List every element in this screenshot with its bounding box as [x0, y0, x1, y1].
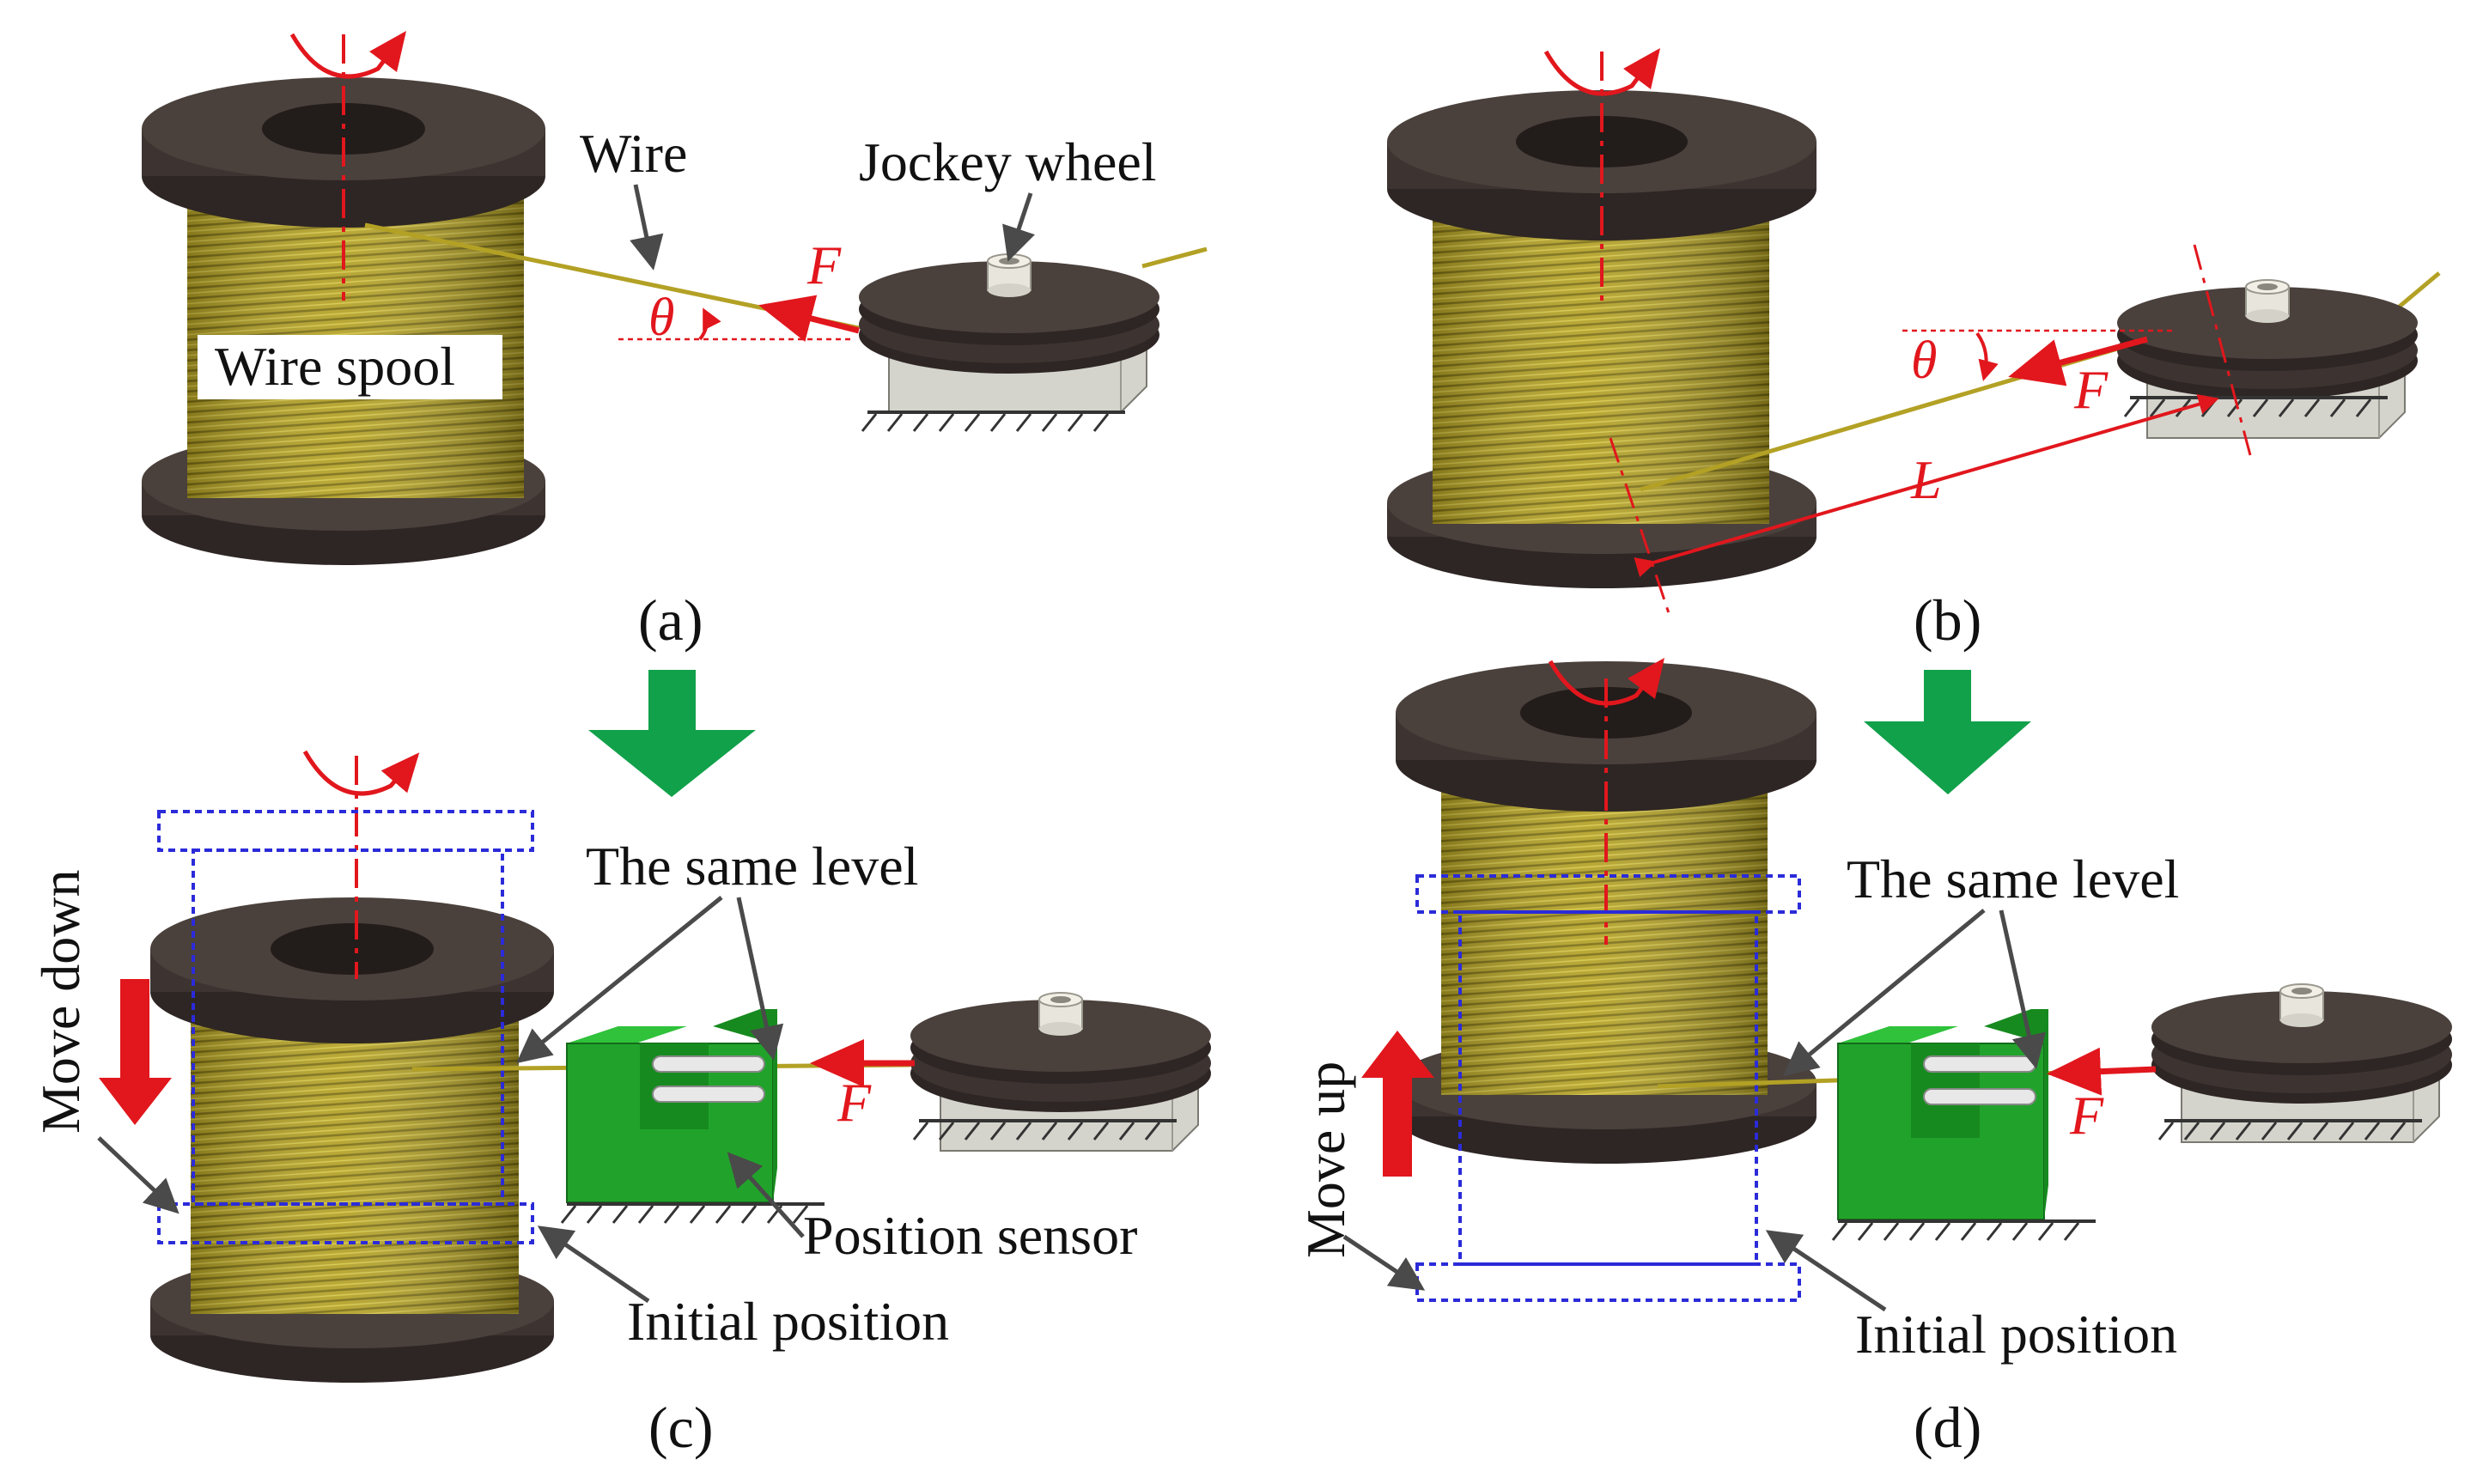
initial-pointer-d	[1765, 1230, 1887, 1312]
level-label-d: The same level	[1847, 848, 2179, 909]
angle-arc-a	[698, 307, 721, 341]
force-label-b: F	[2073, 359, 2109, 420]
move-down-arrow	[99, 979, 172, 1125]
caption-a: (a)	[638, 587, 703, 653]
wire-spool-c	[150, 897, 554, 1383]
force-arrow-b	[2008, 336, 2148, 386]
jockey-wheel-a	[858, 253, 1160, 433]
force-arrow-d	[2047, 1047, 2157, 1096]
panel-b: F θ L (b)	[1387, 48, 2441, 653]
jockey-label: Jockey wheel	[859, 131, 1157, 192]
angle-label-b: θ	[1911, 331, 1937, 390]
move-pointer-d	[1342, 1234, 1426, 1291]
level-label-c: The same level	[586, 836, 918, 897]
caption-d: (d)	[1914, 1395, 1981, 1460]
panel-a: Wire spool Wire Jockey wheel F θ (a)	[142, 31, 1208, 653]
length-label-b: L	[1910, 449, 1942, 510]
move-pointer-c	[97, 1136, 180, 1214]
move-up-arrow	[1361, 1031, 1434, 1177]
initial-label-d: Initial position	[1855, 1304, 2177, 1365]
flow-arrow-a-to-c	[588, 670, 756, 797]
panel-c: F The same level Move down Position sens…	[30, 750, 1212, 1460]
axis-line-jockey-b	[2193, 244, 2252, 456]
rotation-arrow-a	[289, 31, 406, 79]
spool-label: Wire spool	[215, 336, 455, 397]
angle-arc-b	[1975, 331, 1999, 381]
sensor-label: Position sensor	[803, 1205, 1137, 1266]
position-sensor-d	[1831, 1009, 2097, 1242]
initial-label-c: Initial position	[627, 1291, 949, 1352]
panel-d: F The same level Move up Initial positio…	[1295, 658, 2453, 1460]
jockey-pointer	[1002, 192, 1036, 262]
angle-label-a: θ	[648, 289, 674, 347]
position-sensor-c	[560, 1009, 826, 1225]
wire-pointer	[630, 184, 664, 271]
caption-b: (b)	[1914, 587, 1981, 653]
wire-label: Wire	[580, 123, 687, 184]
force-label-d: F	[2069, 1085, 2104, 1146]
jockey-wheel-d	[2151, 983, 2453, 1143]
length-dimension-b	[1634, 394, 2219, 578]
rotation-arrow-b	[1543, 48, 1660, 96]
force-arrow-a	[758, 295, 860, 342]
initial-pointer-c	[537, 1226, 650, 1304]
level-pointer-right-d	[1999, 909, 2046, 1069]
rotation-arrow-c	[302, 750, 420, 796]
force-label-c: F	[837, 1072, 872, 1133]
rotation-arrow-d	[1548, 658, 1664, 706]
sensor-pointer	[727, 1152, 805, 1238]
axis-line-spool-b	[1609, 437, 1672, 619]
initial-position-outline-c	[157, 810, 534, 1244]
move-label-c: Move down	[30, 869, 91, 1134]
flow-arrow-b-to-d	[1864, 670, 2031, 794]
caption-c: (c)	[648, 1395, 713, 1460]
move-label-d: Move up	[1295, 1061, 1356, 1258]
force-label-a: F	[806, 234, 842, 295]
level-pointer-right-c	[736, 897, 784, 1061]
level-pointer-left-c	[516, 896, 723, 1064]
level-pointer-left-d	[1783, 909, 1986, 1077]
jockey-wheel-c	[910, 992, 1212, 1152]
